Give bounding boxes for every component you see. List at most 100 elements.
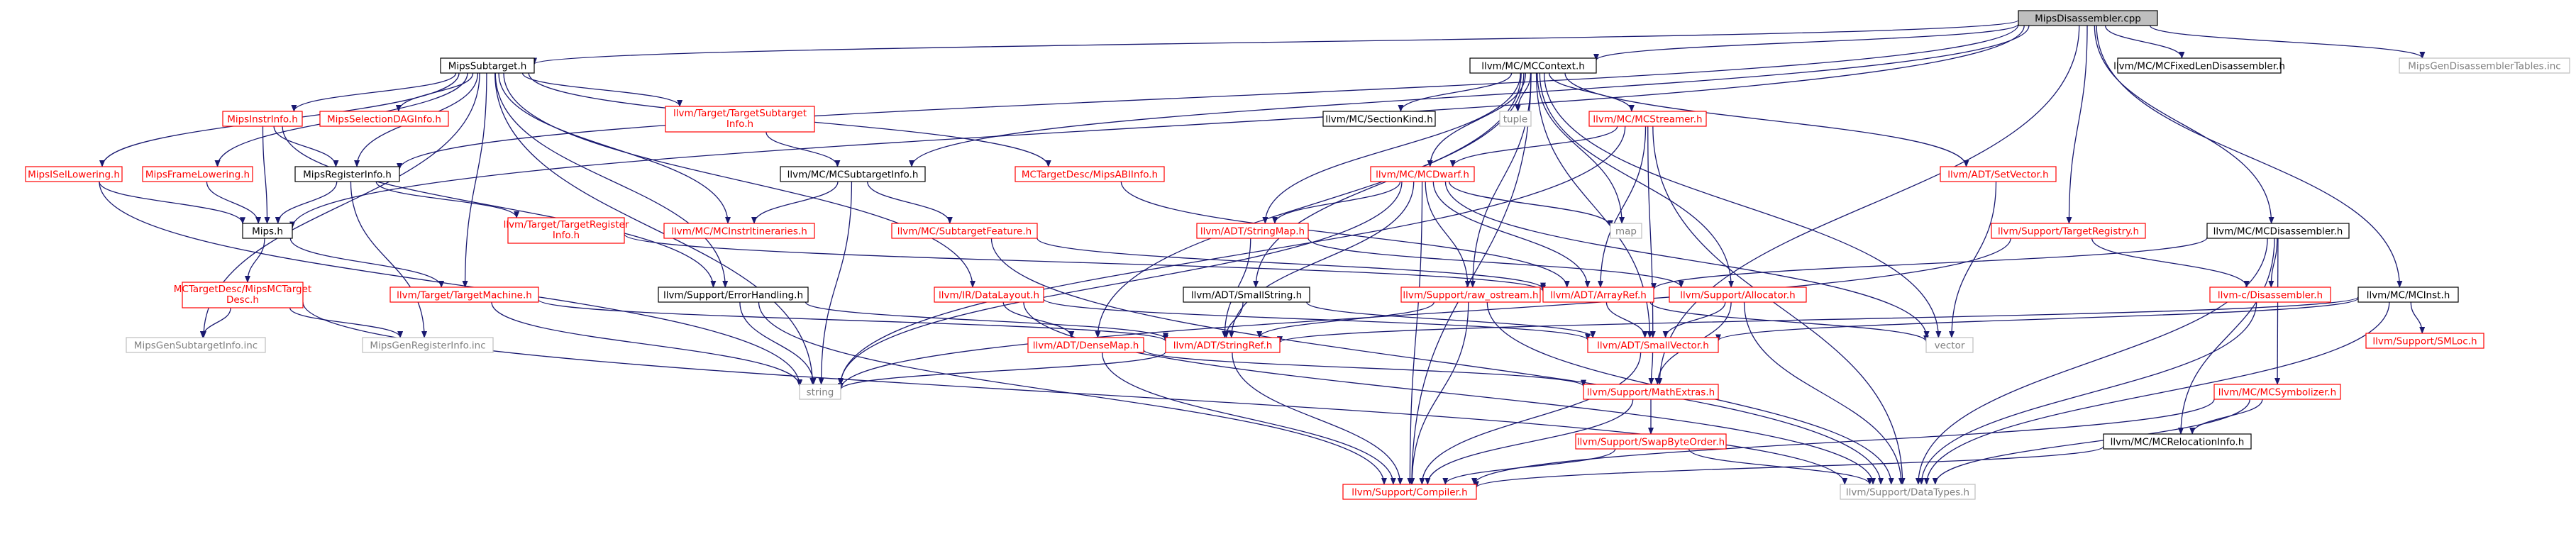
node-gensubinfo: MipsGenSubtargetInfo.inc xyxy=(126,337,266,353)
node-box xyxy=(1183,287,1310,303)
node-label: llvm/MC/MCDisassembler.h xyxy=(2213,226,2343,238)
node-mccontext[interactable]: llvm/MC/MCContext.h xyxy=(1469,57,1597,74)
node-vector: vector xyxy=(1925,337,1974,353)
edge-framelowering-to-mipsh xyxy=(206,181,262,224)
node-mcinst[interactable]: llvm/MC/MCInst.h xyxy=(2357,287,2459,303)
node-string: string xyxy=(799,384,841,400)
edge-smallstring-to-stringref xyxy=(1223,301,1244,338)
node-tmachine[interactable]: llvm/Target/TargetMachine.h xyxy=(389,287,539,303)
node-tregistry[interactable]: llvm/Support/TargetRegistry.h xyxy=(1991,223,2146,239)
node-box xyxy=(1342,484,1477,500)
edge-mcinst-to-stringref xyxy=(1277,296,2359,344)
node-label: llvm/Support/Compiler.h xyxy=(1351,487,1467,499)
edge-root-to-reginfo xyxy=(397,24,2019,170)
edge-mcstreamer-to-mcdwarf xyxy=(1449,126,1618,167)
node-box xyxy=(1991,223,2146,239)
edge-mcstreamer-to-arrayref xyxy=(1597,126,1647,288)
node-label: llvm/ADT/StringMap.h xyxy=(1200,226,1305,238)
node-mcsubfeature[interactable]: llvm/MC/SubtargetFeature.h xyxy=(891,223,1038,239)
node-instrinfo[interactable]: MipsInstrInfo.h xyxy=(222,111,303,127)
node-label: llvm/ADT/SetVector.h xyxy=(1947,169,2048,181)
node-densemap[interactable]: llvm/ADT/DenseMap.h xyxy=(1027,337,1144,353)
node-mcinstritin[interactable]: llvm/MC/MCInstrItineraries.h xyxy=(663,223,815,239)
node-box xyxy=(1940,166,2057,182)
node-mcdwarf[interactable]: llvm/MC/MCDwarf.h xyxy=(1370,166,1475,182)
node-box xyxy=(1840,484,1976,500)
edge-instrinfo-to-errorhandling xyxy=(282,126,717,288)
edge-root-to-mipsh xyxy=(289,25,2025,229)
node-setvector[interactable]: llvm/ADT/SetVector.h xyxy=(1940,166,2057,182)
node-reginfo[interactable]: MipsRegisterInfo.h xyxy=(294,166,400,182)
node-errorhandling[interactable]: llvm/Support/ErrorHandling.h xyxy=(658,287,809,303)
node-box xyxy=(126,337,266,353)
node-mcsubinfo[interactable]: llvm/MC/MCSubtargetInfo.h xyxy=(780,166,926,182)
node-label: MCTargetDesc/MipsABIInfo.h xyxy=(1022,169,1158,181)
node-seilowering[interactable]: MipsISelLowering.h xyxy=(25,166,123,182)
edge-mcsubinfo-to-mcsubfeature xyxy=(867,181,953,224)
node-mcreloc[interactable]: llvm/MC/MCRelocationInfo.h xyxy=(2103,433,2252,450)
node-mcsymbolizer[interactable]: llvm/MC/MCSymbolizer.h xyxy=(2213,384,2341,400)
edge-root-to-mcfixed xyxy=(2104,25,2185,59)
node-box xyxy=(1165,337,1281,353)
node-seldag[interactable]: MipsSelectionDAGInfo.h xyxy=(319,111,449,127)
edge-smallvector-to-compiler xyxy=(1419,352,1642,485)
node-mcsectionkind[interactable]: llvm/MC/SectionKind.h xyxy=(1322,111,1436,127)
edge-mccontext-to-rawostream xyxy=(1469,72,1532,288)
node-subtarget[interactable]: MipsSubtarget.h xyxy=(440,57,535,74)
edge-mcstreamer-to-smallvector xyxy=(1647,126,1656,338)
edge-reginfo-to-mipsh xyxy=(275,181,338,224)
node-box xyxy=(507,217,625,244)
node-mipsh[interactable]: Mips.h xyxy=(242,223,293,239)
node-datalayout[interactable]: llvm/IR/DataLayout.h xyxy=(934,287,1044,303)
node-box xyxy=(1015,166,1165,182)
node-cdisasm[interactable]: llvm-c/Disassembler.h xyxy=(2209,287,2331,303)
edge-mctargetdesc-to-gensubinfo xyxy=(199,307,231,338)
edge-mcdisasm-to-datatypes xyxy=(1915,238,2268,485)
edge-smallvector-to-mathextras xyxy=(1648,352,1654,385)
node-mathextras[interactable]: llvm/Support/MathExtras.h xyxy=(1583,384,1719,400)
node-box xyxy=(1610,223,1642,239)
node-allocator[interactable]: llvm/Support/Allocator.h xyxy=(1669,287,1807,303)
node-box xyxy=(294,166,400,182)
node-mcdisasm[interactable]: llvm/MC/MCDisassembler.h xyxy=(2206,223,2350,239)
node-framelowering[interactable]: MipsFrameLowering.h xyxy=(142,166,253,182)
node-smallvector[interactable]: llvm/ADT/SmallVector.h xyxy=(1587,337,1719,353)
node-label: llvm/MC/MCSymbolizer.h xyxy=(2218,387,2336,399)
node-mcfixed[interactable]: llvm/MC/MCFixedLenDisassembler.h xyxy=(2113,57,2285,74)
node-stringmap[interactable]: llvm/ADT/StringMap.h xyxy=(1196,223,1309,239)
edge-rawostream-to-compiler xyxy=(1409,301,1469,485)
node-swapbyte[interactable]: llvm/Support/SwapByteOrder.h xyxy=(1575,433,1727,450)
edge-mccontext-to-stringmap xyxy=(1262,72,1521,224)
edge-datalayout-to-smallvector xyxy=(1043,298,1591,341)
edge-errorhandling-to-compiler xyxy=(758,301,1387,485)
edge-tsubinfo-to-mcsubinfo xyxy=(765,131,841,167)
node-smallstring[interactable]: llvm/ADT/SmallString.h xyxy=(1183,287,1310,303)
edge-mcdwarf-to-stringref xyxy=(1228,181,1415,338)
node-label: Mips.h xyxy=(252,226,283,238)
edge-root-to-mathextras xyxy=(1657,25,2080,385)
edge-mcdwarf-to-arrayref xyxy=(1432,181,1591,288)
node-label: llvm/Support/DataTypes.h xyxy=(1846,487,1969,499)
node-datatypes: llvm/Support/DataTypes.h xyxy=(1840,484,1976,500)
node-label: llvm/ADT/SmallVector.h xyxy=(1597,340,1709,352)
node-arrayref[interactable]: llvm/ADT/ArrayRef.h xyxy=(1542,287,1654,303)
edge-mccontext-to-mcsectionkind xyxy=(1398,72,1513,112)
node-compiler[interactable]: llvm/Support/Compiler.h xyxy=(1342,484,1477,500)
node-smloc[interactable]: llvm/Support/SMLoc.h xyxy=(2365,333,2484,349)
node-label: llvm/IR/DataLayout.h xyxy=(939,290,1039,301)
node-rawostream[interactable]: llvm/Support/raw_ostream.h xyxy=(1400,287,1541,303)
node-box xyxy=(1322,111,1436,127)
edge-root-to-mcinst xyxy=(2096,25,2403,288)
node-mcstreamer[interactable]: llvm/MC/MCStreamer.h xyxy=(1588,111,1707,127)
edge-arrayref-to-smallvector xyxy=(1605,301,1648,338)
node-mipsabi[interactable]: MCTargetDesc/MipsABIInfo.h xyxy=(1015,166,1165,182)
node-root[interactable]: MipsDisassembler.cpp xyxy=(2018,10,2158,26)
node-stringref[interactable]: llvm/ADT/StringRef.h xyxy=(1165,337,1281,353)
edge-errorhandling-to-string xyxy=(739,301,817,385)
